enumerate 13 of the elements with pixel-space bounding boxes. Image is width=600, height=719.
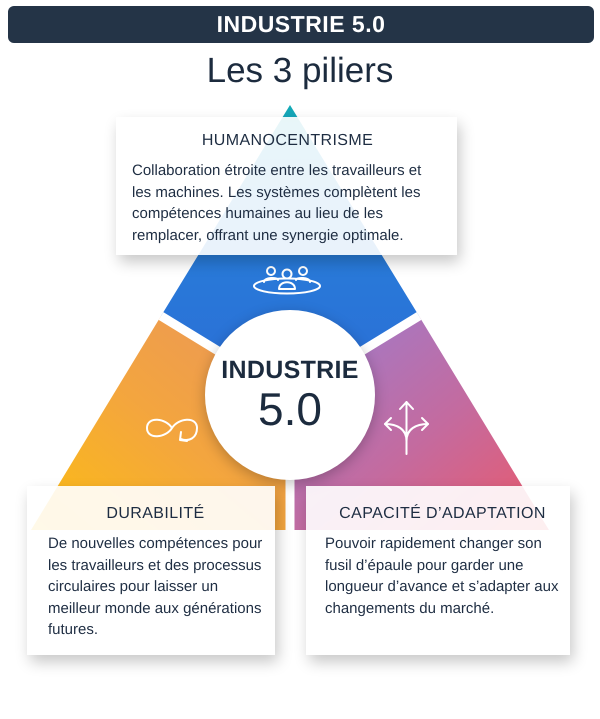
card-heading: DURABILITÉ xyxy=(106,504,205,524)
text-card xyxy=(306,486,570,655)
title-banner: INDUSTRIE 5.0 xyxy=(8,6,594,43)
version-number: 5.0 xyxy=(258,384,322,434)
card-description: Collaboration étroite entre les travailleurs et les machines. Les systèmes complètent les compétences humaines au lieu de les remplacer, offrant une synergie optimale. xyxy=(132,161,422,246)
card-heading: CAPACITÉ D’ADAPTATION xyxy=(339,504,546,524)
text-card xyxy=(27,486,275,655)
card-description: De nouvelles compétences pour les travailleurs et des processus circulaires pour laisser un meilleur monde aux générations futures. xyxy=(48,534,263,640)
card-description: Pouvoir rapidement changer son fusil d’épaule pour garder une longueur d’avance et s’adapter aux changements du marché. xyxy=(325,534,560,618)
circle-title: INDUSTRIE xyxy=(221,356,359,384)
subtitle: Les 3 piliers xyxy=(206,50,394,92)
card-heading: HUMANOCENTRISME xyxy=(202,131,374,151)
text-card xyxy=(116,117,457,255)
